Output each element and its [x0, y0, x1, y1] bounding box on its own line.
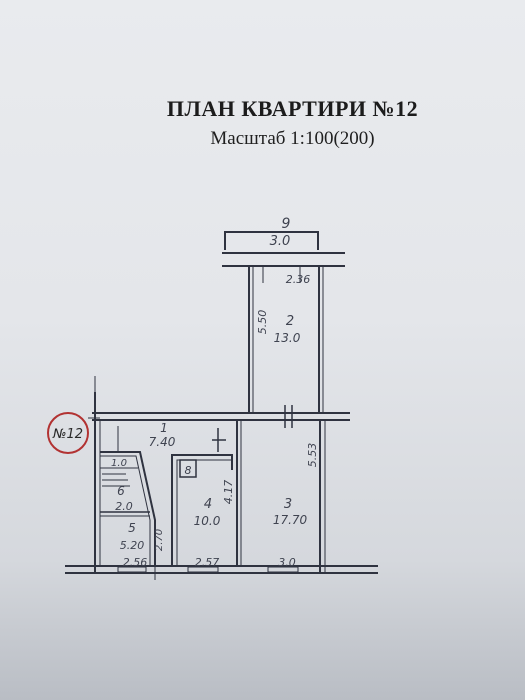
room4-outline [171, 454, 233, 566]
room8-box [179, 459, 197, 478]
room2-area: 13.0 [274, 331, 301, 345]
room5-area: 5.20 [120, 539, 145, 552]
apartment-stamp-label: №12 [52, 427, 83, 442]
dim-room5-length: 2.70 [154, 529, 165, 551]
room4-inner [176, 459, 232, 566]
room5-number: 5 [128, 521, 136, 535]
room9-number: 9 [282, 216, 291, 232]
room1-area: 7.40 [149, 435, 176, 449]
dim-balcony-width: 2.36 [286, 273, 311, 286]
room3-area: 17.70 [273, 513, 308, 527]
window-2 [187, 566, 219, 573]
window-3 [267, 566, 299, 573]
dim-bottom-3: 3.0 [278, 556, 296, 569]
plan-scale: Масштаб 1:100(200) [210, 128, 375, 149]
room1-number: 1 [160, 421, 168, 435]
bath-outline [100, 451, 156, 566]
room9-area: 3.0 [270, 234, 291, 249]
window-1 [117, 566, 147, 573]
dim-room2-length: 5.50 [256, 310, 269, 335]
room7-label: 1.0 [111, 458, 127, 469]
balcony-outline [224, 231, 319, 250]
plan-title: ПЛАН КВАРТИРИ №12 [166, 96, 419, 121]
room2-number: 2 [286, 314, 294, 329]
room3-number: 3 [284, 497, 292, 512]
dim-room4-length: 4.17 [222, 480, 235, 505]
plan-walls [65, 231, 378, 580]
room6-area: 2.0 [115, 500, 133, 513]
room6-number: 6 [117, 484, 125, 498]
bath-inner [100, 455, 151, 566]
dim-bottom-2: 2.57 [195, 556, 220, 569]
dim-room3-length: 5.53 [306, 443, 319, 468]
apartment-stamp-circle [47, 412, 89, 454]
room8-number: 8 [185, 464, 192, 477]
room4-area: 10.0 [194, 514, 221, 528]
room4-number: 4 [204, 497, 212, 512]
dim-bottom-1: 2.56 [123, 556, 148, 569]
